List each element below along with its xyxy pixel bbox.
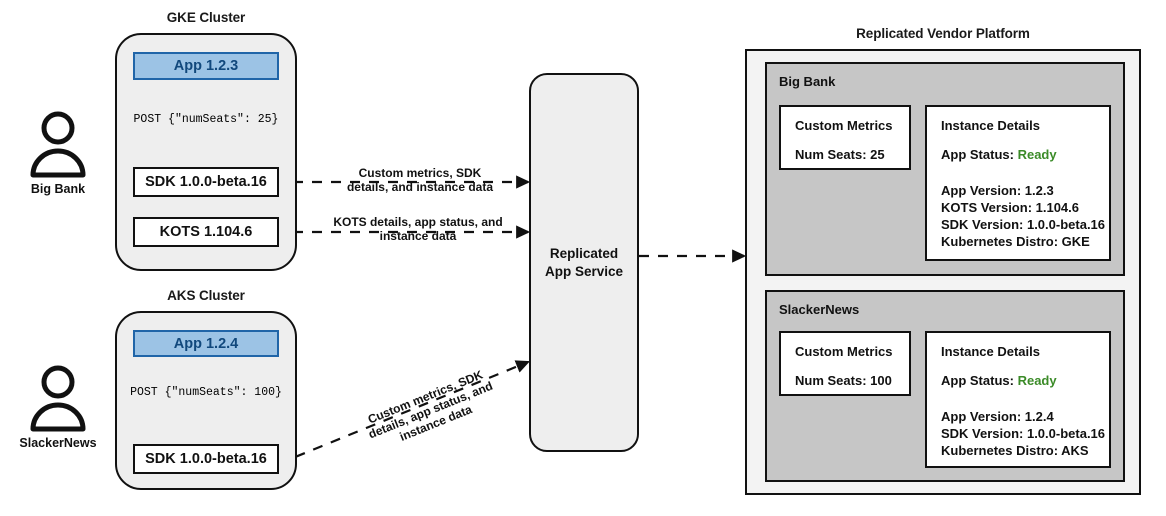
app-status-label-slackernews: App Status: (941, 373, 1014, 388)
person-icon-slackernews (30, 365, 86, 432)
instance-row-big-bank-2: SDK Version: 1.0.0-beta.16 (941, 217, 1106, 232)
service-line-1: Replicated (549, 245, 619, 261)
gke-sdk-box[interactable]: SDK 1.0.0-beta.16 (133, 167, 279, 197)
app-status-row-big-bank: App Status: Ready (941, 147, 1057, 164)
gke-kots-box[interactable]: KOTS 1.104.6 (133, 217, 279, 247)
aks-sdk-edge-label-wrap: Custom metrics, SDK details, app status,… (330, 353, 531, 467)
person-label-slackernews: SlackerNews (19, 436, 97, 450)
app-status-row-slackernews: App Status: Ready (941, 373, 1057, 390)
instance-row-big-bank-3: Kubernetes Distro: GKE (941, 234, 1090, 249)
instance-details-title-big-bank: Instance Details (941, 118, 1040, 133)
gke-kots-edge-label: KOTS details, app status, and instance d… (333, 215, 503, 243)
custom-metrics-title-slackernews: Custom Metrics (795, 344, 893, 359)
aks-post-call: POST {"numSeats": 100} (130, 386, 282, 399)
service-text: Replicated App Service (545, 245, 623, 281)
tenant-name-slackernews: SlackerNews (779, 302, 860, 317)
gke-cluster-title: GKE Cluster (166, 10, 246, 25)
custom-metrics-title-big-bank: Custom Metrics (795, 118, 893, 133)
instance-row-slackernews-2: Kubernetes Distro: AKS (941, 443, 1089, 458)
aks-sdk-box[interactable]: SDK 1.0.0-beta.16 (133, 444, 279, 474)
app-status-value-slackernews: Ready (1017, 373, 1057, 388)
instance-details-panel-big-bank: Instance Details App Status: Ready App V… (925, 105, 1111, 261)
custom-metrics-panel-slackernews: Custom Metrics Num Seats: 100 (779, 331, 911, 396)
platform-title: Replicated Vendor Platform (856, 26, 1030, 41)
person-icon-big-bank (30, 111, 86, 178)
person-label-big-bank: Big Bank (30, 182, 86, 196)
instance-details-panel-slackernews: Instance Details App Status: Ready App V… (925, 331, 1111, 468)
gke-post-call: POST {"numSeats": 25} (133, 113, 279, 126)
aks-sdk-edge-label: Custom metrics, SDK details, app status,… (365, 367, 495, 444)
app-status-value-big-bank: Ready (1017, 147, 1057, 162)
tenant-name-big-bank: Big Bank (779, 74, 836, 89)
aks-app-box[interactable]: App 1.2.4 (133, 330, 279, 357)
instance-details-title-slackernews: Instance Details (941, 344, 1040, 359)
custom-metrics-row-big-bank: Num Seats: 25 (795, 147, 885, 162)
gke-app-box[interactable]: App 1.2.3 (133, 52, 279, 80)
app-status-label-big-bank: App Status: (941, 147, 1014, 162)
instance-row-slackernews-0: App Version: 1.2.4 (941, 409, 1054, 424)
service-line-2: App Service (544, 263, 624, 279)
instance-row-slackernews-1: SDK Version: 1.0.0-beta.16 (941, 426, 1106, 441)
instance-row-big-bank-1: KOTS Version: 1.104.6 (941, 200, 1080, 215)
custom-metrics-row-slackernews: Num Seats: 100 (795, 373, 892, 388)
instance-row-big-bank-0: App Version: 1.2.3 (941, 183, 1054, 198)
custom-metrics-panel-big-bank: Custom Metrics Num Seats: 25 (779, 105, 911, 170)
replicated-app-service-box[interactable]: Replicated App Service (529, 73, 639, 452)
aks-cluster-title: AKS Cluster (167, 288, 245, 303)
gke-sdk-edge-label: Custom metrics, SDK details, and instanc… (346, 166, 494, 194)
